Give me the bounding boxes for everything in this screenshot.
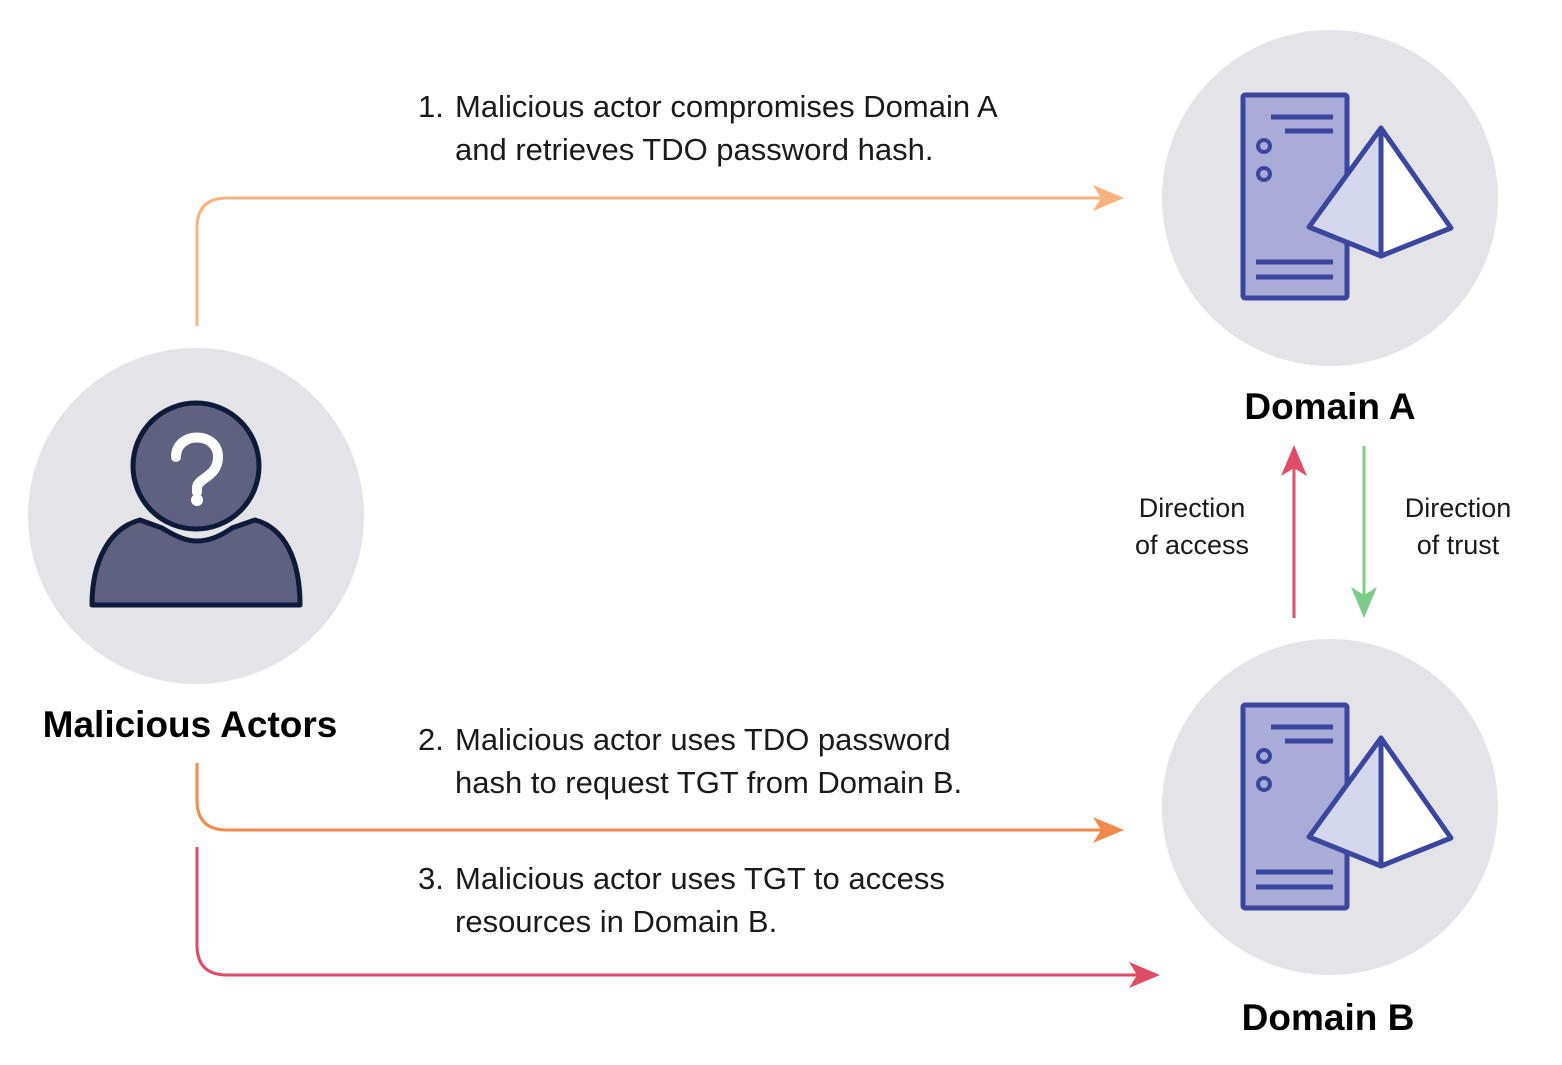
step-1-arrow	[195, 185, 1124, 326]
domain-b-node	[1162, 639, 1498, 975]
arrowhead-icon	[1093, 185, 1124, 211]
step-1-number: 1.	[418, 89, 444, 124]
arrowhead-icon	[1093, 817, 1124, 843]
arrowhead-icon	[1129, 962, 1160, 988]
step-1-line-2: and retrieves TDO password hash.	[455, 132, 933, 167]
direction-access-line-1: Direction	[1139, 493, 1246, 523]
step-3-arrow	[195, 847, 1160, 988]
step-1-line-1: Malicious actor compromises Domain A	[455, 89, 998, 124]
actors-label: Malicious Actors	[43, 704, 338, 745]
step-3-number: 3.	[418, 861, 444, 896]
direction-access-line-2: of access	[1135, 530, 1249, 560]
step-2-number: 2.	[418, 722, 444, 757]
step-3-line-2: resources in Domain B.	[455, 904, 777, 939]
direction-trust-line-2: of trust	[1417, 530, 1500, 560]
pyramid-icon	[1306, 125, 1454, 259]
domain-b-label: Domain B	[1242, 997, 1415, 1038]
arrowhead-icon	[1351, 587, 1377, 618]
step-2-line-2: hash to request TGT from Domain B.	[455, 765, 962, 800]
pyramid-icon	[1306, 735, 1454, 869]
arrowhead-icon	[1281, 445, 1307, 476]
direction-trust-arrow	[1351, 446, 1377, 618]
step-3-line-1: Malicious actor uses TGT to access	[455, 861, 945, 896]
direction-trust-line-1: Direction	[1405, 493, 1512, 523]
unknown-person-icon	[89, 400, 303, 608]
direction-access-arrow	[1281, 445, 1307, 618]
step-2-arrow	[195, 763, 1124, 843]
actors-node	[28, 348, 364, 684]
domain-a-node	[1162, 30, 1498, 366]
domain-a-label: Domain A	[1244, 386, 1415, 427]
server-icon	[1240, 702, 1350, 911]
step-2-line-1: Malicious actor uses TDO password	[455, 722, 951, 757]
